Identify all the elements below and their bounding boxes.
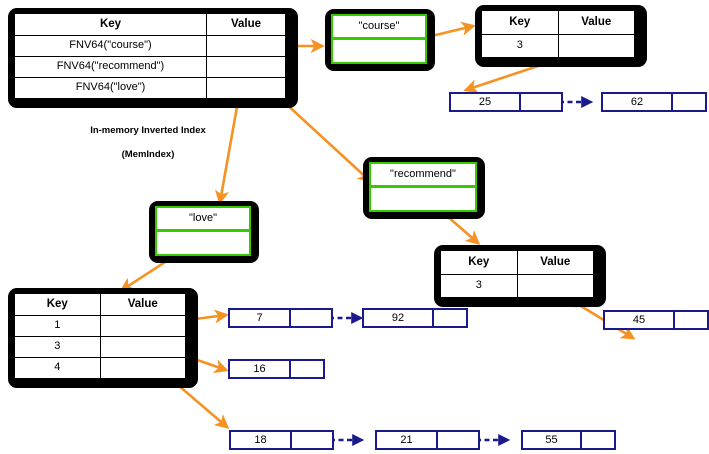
list-node-pointer-cell[interactable]	[290, 430, 334, 450]
memindex-key-love: FNV64("love")	[14, 76, 207, 99]
love-node-box: "love"	[149, 201, 259, 263]
memindex-caption-line2: (MemIndex)	[121, 148, 175, 160]
table-row[interactable]: 3	[440, 273, 594, 298]
memindex-caption-line1: In-memory Inverted Index	[90, 124, 206, 136]
list-item[interactable]: 55	[521, 430, 582, 450]
love-doc-table: Key Value 1 3 4	[14, 293, 186, 379]
recommend-doc-table-box: Key Value 3	[434, 245, 606, 307]
table-row[interactable]: 4	[14, 356, 186, 379]
love-doc-key-1: 1	[14, 314, 101, 337]
list-item[interactable]: 25	[449, 92, 521, 112]
table-header-row: Key Value	[481, 10, 635, 35]
course-node-pointer-cell[interactable]	[333, 40, 425, 62]
memindex-value-recommend	[206, 55, 286, 78]
list-item[interactable]: 16	[228, 359, 291, 379]
list-item[interactable]: 45	[603, 310, 675, 330]
memindex-caption: In-memory Inverted Index (MemIndex)	[8, 113, 288, 172]
love-node-label: "love"	[157, 208, 249, 229]
list-node-value-62: 62	[630, 95, 644, 108]
list-item[interactable]: 18	[229, 430, 292, 450]
list-node-pointer-cell[interactable]	[519, 92, 563, 112]
list-node-null-cell[interactable]	[432, 308, 468, 328]
memindex-header-key: Key	[14, 13, 207, 36]
memindex-table-box: Key Value FNV64("course") FNV64("recomme…	[8, 8, 298, 108]
table-row[interactable]: FNV64("recommend")	[14, 55, 286, 78]
list-node-value-21: 21	[400, 433, 413, 446]
list-item[interactable]: 7	[228, 308, 291, 328]
recommend-node-box: "recommend"	[363, 157, 485, 219]
list-node-value-25: 25	[478, 95, 492, 108]
table-row[interactable]: 1	[14, 314, 186, 337]
course-doc-table-box: Key Value 3	[475, 5, 647, 67]
table-row[interactable]: 3	[481, 33, 635, 58]
list-node-value-7: 7	[256, 311, 263, 324]
table-header-row: Key Value	[14, 13, 286, 36]
memindex-value-love	[206, 76, 286, 99]
list-item[interactable]: 92	[362, 308, 434, 328]
course-doc-table: Key Value 3	[481, 10, 635, 58]
love-doc-key-4: 4	[14, 356, 101, 379]
course-doc-value-3	[557, 33, 635, 58]
recommend-doc-table: Key Value 3	[440, 250, 594, 298]
list-node-null-cell[interactable]	[673, 310, 709, 330]
list-node-value-55: 55	[545, 433, 558, 446]
table-header-row: Key Value	[14, 293, 186, 316]
table-header-row: Key Value	[440, 250, 594, 275]
love-doc-table-box: Key Value 1 3 4	[8, 288, 198, 388]
love-doc-header-key: Key	[14, 293, 101, 316]
recommend-doc-header-key: Key	[440, 250, 518, 275]
recommend-node-frame: "recommend"	[369, 162, 477, 212]
course-node-label: "course"	[333, 16, 425, 37]
love-doc-value-3	[99, 335, 186, 358]
love-doc-key-3: 3	[14, 335, 101, 358]
memindex-key-recommend: FNV64("recommend")	[14, 55, 207, 78]
memindex-key-course: FNV64("course")	[14, 34, 207, 57]
list-item[interactable]: 62	[601, 92, 673, 112]
list-node-pointer-cell[interactable]	[289, 308, 333, 328]
list-node-null-cell[interactable]	[580, 430, 616, 450]
course-doc-header-key: Key	[481, 10, 559, 35]
recommend-node-pointer-cell[interactable]	[371, 188, 475, 210]
love-doc-header-value: Value	[99, 293, 186, 316]
love-node-pointer-cell[interactable]	[157, 232, 249, 254]
list-node-null-cell[interactable]	[289, 359, 325, 379]
recommend-doc-value-3	[516, 273, 594, 298]
list-item[interactable]: 21	[375, 430, 438, 450]
list-node-value-16: 16	[253, 362, 266, 375]
course-doc-header-value: Value	[557, 10, 635, 35]
memindex-table: Key Value FNV64("course") FNV64("recomme…	[14, 13, 286, 99]
recommend-node-label: "recommend"	[371, 164, 475, 185]
list-node-null-cell[interactable]	[671, 92, 707, 112]
recommend-doc-header-value: Value	[516, 250, 594, 275]
recommend-doc-key-3: 3	[440, 273, 518, 298]
course-node-box: "course"	[325, 9, 435, 71]
memindex-value-course	[206, 34, 286, 57]
table-row[interactable]: FNV64("love")	[14, 76, 286, 99]
list-node-value-45: 45	[632, 313, 646, 326]
love-doc-value-1	[99, 314, 186, 337]
table-row[interactable]: FNV64("course")	[14, 34, 286, 57]
love-doc-value-4	[99, 356, 186, 379]
course-doc-key-3: 3	[481, 33, 559, 58]
list-node-value-18: 18	[254, 433, 267, 446]
list-node-pointer-cell[interactable]	[436, 430, 480, 450]
love-node-frame: "love"	[155, 206, 251, 256]
memindex-header-value: Value	[206, 13, 286, 36]
course-node-frame: "course"	[331, 14, 427, 64]
table-row[interactable]: 3	[14, 335, 186, 358]
list-node-value-92: 92	[391, 311, 405, 324]
